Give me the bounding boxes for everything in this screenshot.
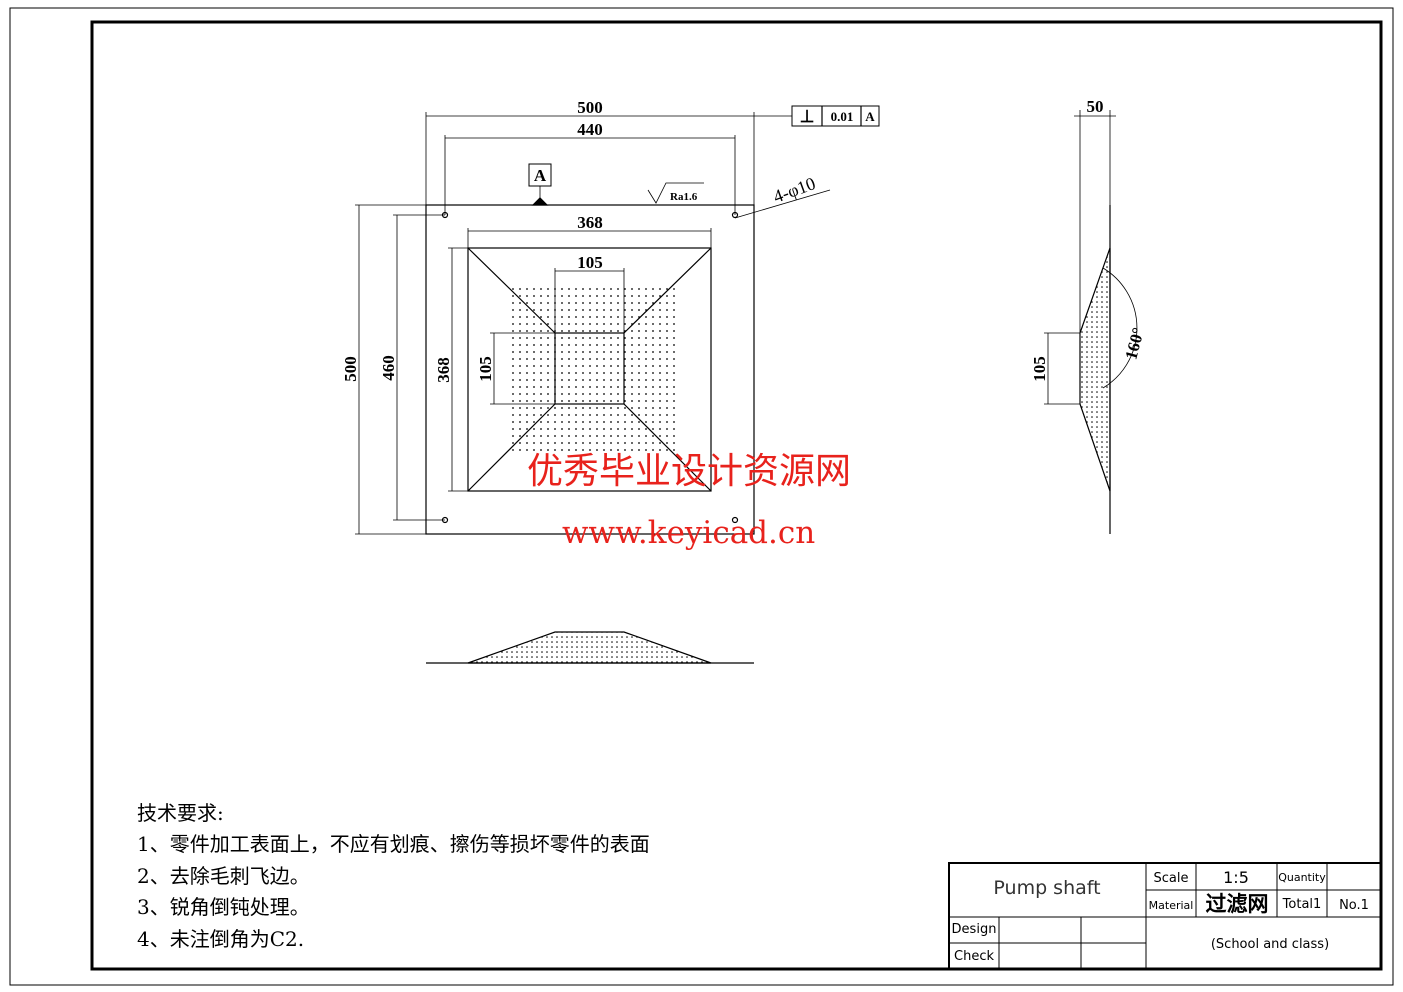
svg-text:105: 105: [1030, 356, 1049, 382]
svg-text:105: 105: [577, 253, 603, 272]
svg-text:Ra1.6: Ra1.6: [670, 191, 698, 203]
outer-border: [9, 7, 1394, 986]
svg-text:50: 50: [1087, 97, 1104, 116]
watermark-url[interactable]: www.keyicad.cn: [562, 515, 816, 551]
requirement-item: 4、未注倒角为C2.: [137, 927, 305, 951]
svg-text:4-φ10: 4-φ10: [771, 173, 819, 207]
drawing-frame: [90, 20, 1383, 971]
svg-text:Design: Design: [952, 922, 997, 937]
svg-text:440: 440: [577, 120, 603, 139]
front-view: [355, 105, 880, 535]
svg-text:160°: 160°: [1121, 326, 1148, 362]
svg-text:500: 500: [577, 98, 603, 117]
svg-text:Pump shaft: Pump shaft: [993, 877, 1100, 899]
svg-text:368: 368: [577, 213, 603, 232]
svg-text:0.01: 0.01: [831, 109, 854, 124]
svg-text:Check: Check: [954, 949, 994, 964]
svg-text:Quantity: Quantity: [1278, 871, 1326, 884]
title-block: [948, 862, 1382, 970]
svg-text:⊥: ⊥: [800, 107, 815, 126]
svg-text:460: 460: [379, 355, 398, 381]
side-view: 50 105 160°: [1030, 97, 1148, 534]
svg-text:Scale: Scale: [1154, 871, 1189, 886]
svg-text:Material: Material: [1149, 899, 1194, 912]
requirement-item: 1、零件加工表面上，不应有划痕、擦伤等损坏零件的表面: [137, 832, 650, 856]
svg-text:Total1: Total1: [1282, 897, 1322, 912]
title-block-text: Pump shaft Scale 1:5 Quantity Material 过…: [952, 868, 1369, 964]
svg-text:1:5: 1:5: [1223, 868, 1249, 887]
svg-text:A: A: [865, 109, 875, 124]
svg-text:368: 368: [434, 357, 453, 383]
requirement-item: 3、锐角倒钝处理。: [137, 895, 310, 919]
requirements-heading: 技术要求:: [137, 801, 224, 825]
watermark-title: 优秀毕业设计资源网: [527, 451, 852, 492]
svg-text:A: A: [534, 166, 547, 185]
svg-text:105: 105: [476, 356, 495, 382]
requirement-item: 2、去除毛刺飞边。: [137, 864, 310, 888]
section-view: [426, 631, 754, 664]
svg-text:No.1: No.1: [1339, 898, 1369, 913]
svg-text:(School and class): (School and class): [1211, 937, 1329, 952]
svg-text:过滤网: 过滤网: [1206, 891, 1269, 916]
svg-text:500: 500: [341, 356, 360, 382]
